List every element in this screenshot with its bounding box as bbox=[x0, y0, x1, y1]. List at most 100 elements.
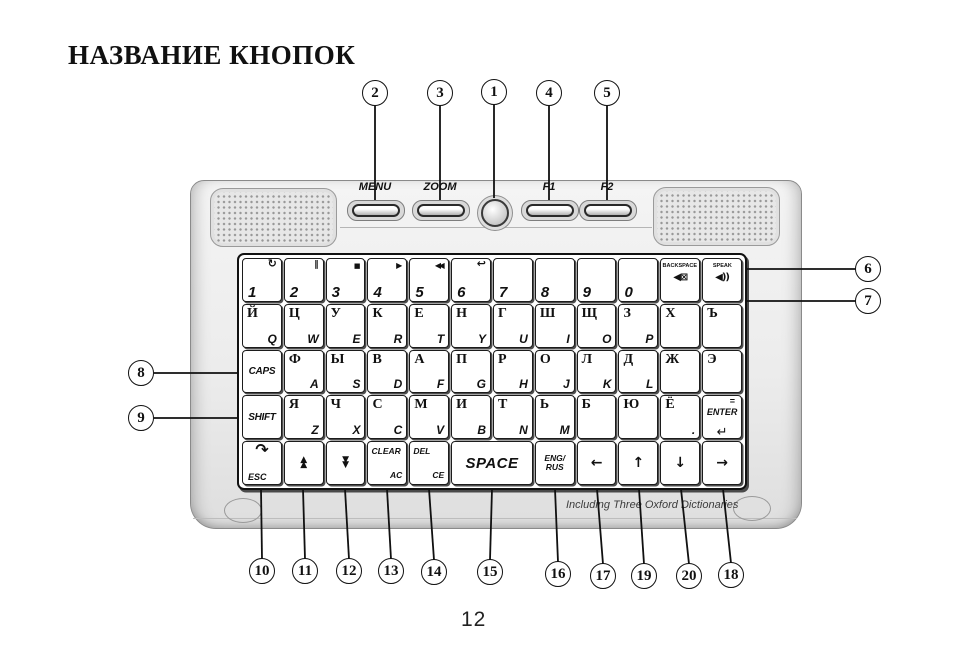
key-label-bottom: AC bbox=[390, 469, 403, 480]
key-be: Б bbox=[576, 395, 617, 440]
cyrillic-label: Ы bbox=[330, 351, 345, 367]
key-label-top: CLEAR bbox=[371, 446, 401, 457]
latin-label: O bbox=[602, 331, 612, 346]
latin-label: T bbox=[436, 331, 445, 346]
latin-label: Z bbox=[311, 423, 319, 438]
cyrillic-label: Я bbox=[288, 397, 299, 413]
key-label: CAPS bbox=[248, 365, 276, 377]
latin-label: D bbox=[393, 377, 403, 392]
key-yu: Ю bbox=[618, 395, 659, 440]
arrow-left-icon: ← bbox=[590, 455, 603, 472]
cyrillic-label: Ь bbox=[539, 397, 550, 413]
zoom-button-label: ZOOM bbox=[423, 181, 457, 193]
double-down-icon: ▼ ▼ bbox=[342, 454, 350, 471]
key-caps: CAPS bbox=[242, 349, 282, 394]
digit-label: 9 bbox=[582, 283, 591, 301]
digit-label: 7 bbox=[498, 283, 508, 301]
cyrillic-label: Ч bbox=[330, 397, 341, 413]
key-1: 1↻ bbox=[242, 258, 282, 302]
callout-11: 11 bbox=[292, 558, 318, 584]
key-page-down: ▼ ▼ bbox=[325, 441, 366, 485]
left-foot-oval bbox=[224, 498, 262, 523]
latin-label: K bbox=[602, 377, 612, 392]
latin-label: L bbox=[645, 377, 654, 392]
callout-18: 18 bbox=[718, 562, 744, 588]
latin-label: F bbox=[436, 377, 445, 392]
key-0: 0 bbox=[618, 258, 659, 302]
latin-label: R bbox=[393, 331, 403, 346]
key-zhe: Ж bbox=[660, 349, 701, 394]
key-down: ↓ bbox=[660, 441, 701, 485]
key-left: ← bbox=[576, 441, 617, 485]
stop-icon: ■ bbox=[353, 262, 361, 270]
latin-label: N bbox=[519, 423, 528, 438]
key-label: SHIFT bbox=[248, 411, 276, 423]
return-icon: ↩ bbox=[476, 258, 486, 270]
oxford-dictionaries-note: Including Three Oxford Dictionaries bbox=[566, 499, 739, 511]
callout-3: 3 bbox=[427, 80, 453, 106]
callout-2: 2 bbox=[362, 80, 388, 106]
f1-button bbox=[521, 200, 579, 221]
latin-label: V bbox=[436, 423, 445, 438]
cyrillic-label: Ш bbox=[539, 305, 556, 321]
button-strip-divider bbox=[340, 227, 652, 228]
latin-label: G bbox=[476, 377, 486, 392]
digit-label: 2 bbox=[289, 283, 299, 301]
latin-label: J bbox=[562, 377, 570, 392]
latin-label: X bbox=[352, 423, 361, 438]
f1-button-label: F1 bbox=[542, 181, 556, 193]
digit-label: 5 bbox=[415, 283, 424, 301]
key-label: ENTER bbox=[706, 407, 738, 418]
digit-label: 0 bbox=[624, 283, 633, 301]
callout-8: 8 bbox=[128, 360, 154, 386]
cyrillic-label: З bbox=[623, 305, 631, 321]
key-backspace: BACKSPACE◀⊠ bbox=[660, 258, 701, 302]
key-yo: Ё. bbox=[660, 395, 701, 440]
round-power-button bbox=[481, 199, 509, 227]
key-caption: SPEAK bbox=[712, 263, 732, 269]
key-label-bottom: RUS bbox=[545, 462, 564, 473]
f2-button-label: F2 bbox=[600, 181, 614, 193]
latin-label: C bbox=[393, 423, 403, 438]
cyrillic-label: О bbox=[539, 351, 551, 367]
key-eng-rus: ENG/RUS bbox=[534, 441, 575, 485]
digit-label: 6 bbox=[457, 283, 466, 301]
arrow-right-icon: → bbox=[716, 455, 728, 472]
device-front-edge bbox=[193, 518, 797, 525]
play-icon: ▶ bbox=[396, 261, 403, 270]
callout-17: 17 bbox=[590, 563, 616, 589]
cyrillic-label: Й bbox=[247, 305, 258, 321]
cyrillic-label: Б bbox=[581, 397, 591, 413]
menu-button bbox=[347, 200, 405, 221]
callout-13: 13 bbox=[378, 558, 404, 584]
key-2: 2‖ bbox=[283, 258, 324, 302]
cyrillic-label: Ю bbox=[623, 397, 640, 413]
rewind-icon: ◀◀ bbox=[434, 261, 445, 270]
callout-16: 16 bbox=[545, 561, 571, 587]
callout-4: 4 bbox=[536, 80, 562, 106]
latin-label: H bbox=[519, 377, 528, 392]
cyrillic-label: Э bbox=[707, 351, 717, 367]
cyrillic-label: Д bbox=[623, 351, 634, 367]
key-space: SPACE bbox=[451, 441, 533, 485]
arrow-down-icon: ↓ bbox=[674, 455, 687, 472]
cyrillic-label: Е bbox=[414, 305, 424, 321]
key-7: 7 bbox=[492, 258, 533, 302]
latin-label: B bbox=[477, 423, 486, 438]
latin-label: Y bbox=[477, 331, 486, 346]
key-label-top: DEL bbox=[413, 446, 431, 457]
